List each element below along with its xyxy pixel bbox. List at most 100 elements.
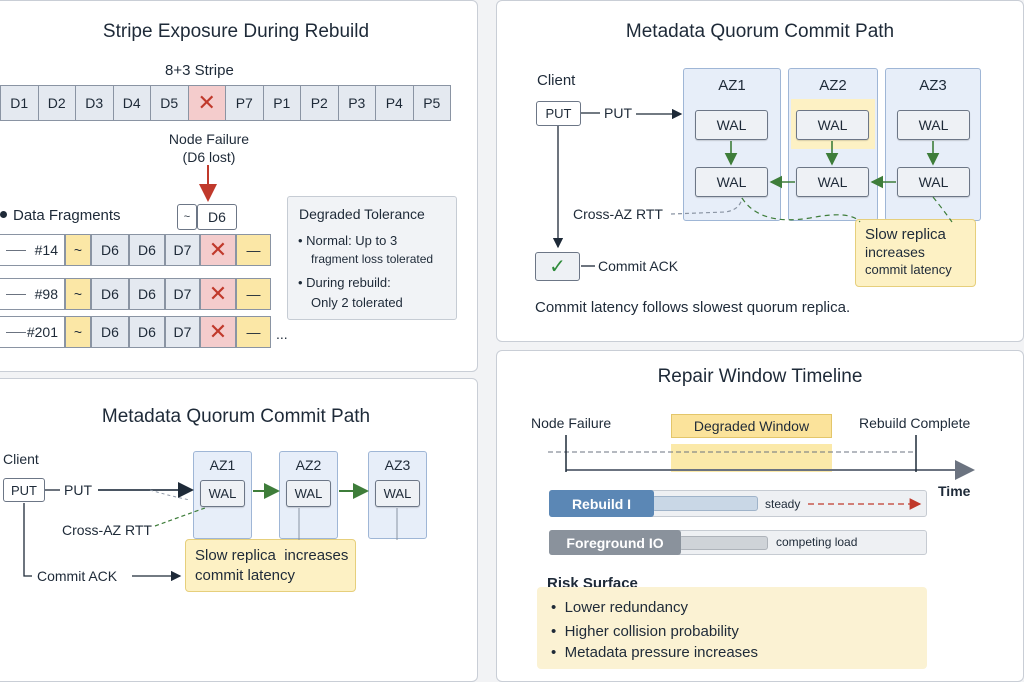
stripe-cell: P4 [375, 85, 414, 121]
commit-ack-box: ✓ [535, 252, 580, 281]
row-id-cell: #98 [0, 278, 65, 310]
failure-x-icon: ✕ [197, 90, 216, 115]
slow-note-line1: Slow replica increases [195, 547, 349, 564]
put-arrow-label: PUT [64, 482, 92, 498]
wal-az3: WAL [375, 480, 420, 507]
rebuild-io-bar: Rebuild I [549, 490, 654, 517]
row-tail-cell: — [236, 278, 271, 310]
risk-item-3-text: Metadata pressure increases [564, 644, 759, 661]
row-fragment-cell: D7 [165, 316, 200, 348]
lost-fragment-box: D6 [197, 204, 237, 230]
row-fragment-cell: D6 [129, 234, 165, 266]
row-tail-cell: — [236, 234, 271, 266]
risk-box: • Lower redundancy • Higher collision pr… [537, 587, 927, 669]
slow-note-line2: increases [865, 244, 925, 260]
stripe-cell: P2 [300, 85, 339, 121]
put-box: PUT [536, 101, 581, 126]
row-failed-cell: ✕ [200, 234, 236, 266]
cross-az-label: Cross-AZ RTT [573, 206, 663, 222]
panel-title: Stripe Exposure During Rebuild [102, 21, 370, 42]
az3-label: AZ3 [919, 77, 947, 94]
commit-ack-label: Commit ACK [37, 568, 118, 584]
stripe-label: 8+3 Stripe [165, 62, 234, 79]
commit-ack-label: Commit ACK [598, 258, 679, 274]
wal-az1-upper: WAL [695, 110, 768, 140]
row-glyph-cell: ~ [65, 278, 91, 310]
stripe-cell: D1 [0, 85, 39, 121]
slow-replica-dash-2 [932, 196, 953, 223]
node-failure-label: Node Failure [531, 415, 612, 431]
stripe-cell: P5 [412, 85, 451, 121]
wal-az2-upper: WAL [796, 110, 869, 140]
panel-title: Metadata Quorum Commit Path [101, 406, 371, 427]
wal-az3-upper: WAL [897, 110, 970, 140]
failure-label-line1: Node Failure [168, 131, 250, 147]
bullet-glyph: • [551, 599, 565, 616]
row-leader-line [6, 250, 26, 251]
client-label: Client [537, 72, 576, 89]
bullet-glyph: • [298, 233, 307, 248]
row-fragment-cell: D6 [91, 278, 129, 310]
row-fragment-cell: D6 [91, 234, 129, 266]
row-failed-cell: ✕ [200, 316, 236, 348]
row-glyph-cell: ~ [65, 234, 91, 266]
slow-replica-note: Slow replica increases commit latency [185, 539, 356, 592]
cross-az-rtt-line [670, 197, 743, 215]
bullet-glyph: • [551, 623, 565, 640]
risk-item-1-text: Lower redundancy [564, 599, 689, 616]
row-fragment-cell: D6 [129, 316, 165, 348]
failure-x-icon: ✕ [208, 319, 228, 344]
quorum-footer: Commit latency follows slowest quorum re… [535, 299, 851, 316]
rebuild-status: steady [765, 497, 801, 511]
degraded-window-highlight [671, 444, 832, 472]
wal-az2: WAL [286, 480, 331, 507]
time-label: Time [938, 483, 971, 499]
slow-note-line1: Slow replica [865, 226, 946, 243]
stripe-cell: P1 [262, 85, 301, 121]
az3-label: AZ3 [384, 457, 411, 473]
risk-item-1: • Lower redundancy [551, 599, 688, 616]
fragments-label: Data Fragments [13, 207, 121, 224]
rebuild-complete-label: Rebuild Complete [859, 415, 971, 431]
panel-title: Metadata Quorum Commit Path [625, 21, 895, 42]
tolerance-b2-line1: During rebuild: [306, 275, 391, 290]
bullet-glyph: • [551, 644, 565, 661]
ellipsis: ... [276, 326, 288, 342]
risk-item-3: • Metadata pressure increases [551, 644, 758, 661]
failure-label: Node Failure (D6 lost) [150, 130, 268, 166]
failure-x-icon: ✕ [208, 281, 228, 306]
tolerance-bullet-2: • During rebuild: Only 2 tolerated [298, 273, 403, 313]
client-label: Client [3, 451, 39, 467]
put-box: PUT [3, 478, 45, 502]
cross-az-label: Cross-AZ RTT [62, 522, 152, 538]
row-fragment-cell: D7 [165, 234, 200, 266]
slow-note-line2: commit latency [195, 567, 296, 584]
wal-az1: WAL [200, 480, 245, 507]
tolerance-title: Degraded Tolerance [299, 206, 425, 222]
az1-label: AZ1 [209, 457, 236, 473]
rtt-return-curve [149, 489, 191, 501]
put-arrow-label: PUT [604, 105, 632, 121]
stripe-exposure-panel: Stripe Exposure During Rebuild [0, 0, 478, 372]
slow-note-line3: commit latency [865, 262, 952, 277]
tolerance-bullet-1: • Normal: Up to 3 fragment loss tolerate… [298, 231, 433, 269]
failure-label-line2: (D6 lost) [182, 149, 236, 165]
tolerance-b2-line2: Only 2 tolerated [311, 295, 403, 310]
wal-az1-lower: WAL [695, 167, 768, 197]
slow-replica-dash [741, 197, 861, 223]
check-icon: ✓ [549, 256, 566, 278]
stripe-cell: D5 [150, 85, 189, 121]
degraded-window-label: Degraded Window [671, 414, 832, 438]
az2-label: AZ2 [295, 457, 322, 473]
bullet-dot [0, 211, 7, 218]
ack-path [23, 503, 32, 577]
slow-replica-note: Slow replica increases commit latency [855, 219, 976, 287]
wal-az2-lower: WAL [796, 167, 869, 197]
bullet-glyph: • [298, 275, 307, 290]
row-leader-line [6, 294, 26, 295]
row-leader-line [6, 332, 26, 333]
failure-x-icon: ✕ [208, 237, 228, 262]
tolerance-b1-line1: Normal: Up to 3 [306, 233, 398, 248]
row-fragment-cell: D6 [91, 316, 129, 348]
